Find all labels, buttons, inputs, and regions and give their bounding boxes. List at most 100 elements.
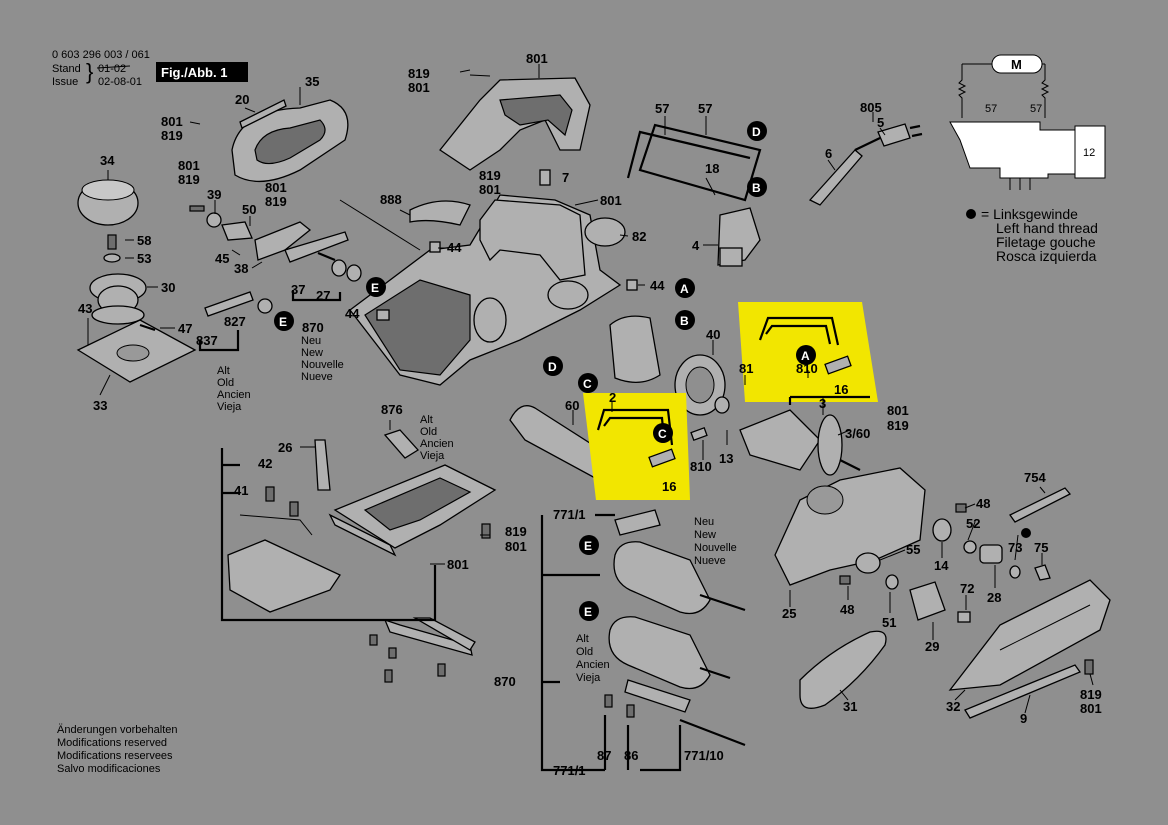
legend-line-4: Rosca izquierda (996, 248, 1097, 264)
brace-glyph: } (86, 59, 93, 84)
blade-strip-top (614, 509, 661, 536)
label-801-d: 801 (408, 80, 430, 95)
label-771-1-a: 771/1 (553, 507, 586, 522)
label-16-a: 16 (834, 382, 848, 397)
label-58: 58 (137, 233, 151, 248)
legend-line-1: = Linksgewinde (981, 206, 1078, 222)
label-47: 47 (178, 321, 192, 336)
bracket-876 (383, 429, 420, 459)
drive-belt (799, 630, 887, 709)
note-new-1: New (301, 347, 323, 359)
guide-strip (964, 664, 1082, 719)
label-86: 86 (624, 748, 638, 763)
label-819-i: 819 (1080, 687, 1102, 702)
label-44-c: 44 (650, 278, 665, 293)
issue-date: 02-08-01 (98, 76, 142, 88)
label-20: 20 (235, 92, 249, 107)
marker-d-top (747, 121, 767, 141)
label-60: 60 (565, 398, 579, 413)
note-ancien-3: Ancien (576, 659, 610, 671)
label-819-h: 819 (887, 418, 909, 433)
marker-b-top (747, 177, 767, 197)
cover-disk (584, 217, 626, 247)
marker-e-old (579, 601, 599, 621)
header-block: 0 603 296 003 / 061 Stand Issue } 01-02 … (52, 49, 248, 88)
svg-text:E: E (279, 315, 287, 329)
marker-a-highlight (796, 345, 816, 365)
label-82: 82 (632, 229, 646, 244)
svg-text:E: E (371, 281, 379, 295)
circled-letter-markers: D B A B D C A C E E E E (274, 121, 816, 621)
label-45: 45 (215, 251, 229, 266)
cutter-drum-new (613, 541, 711, 615)
wrench (1009, 487, 1072, 523)
label-72: 72 (960, 581, 974, 596)
marker-b (675, 310, 695, 330)
label-7: 7 (562, 170, 569, 185)
label-48-a: 48 (976, 496, 990, 511)
label-6: 6 (825, 146, 832, 161)
label-801-j: 801 (505, 539, 527, 554)
label-73: 73 (1008, 540, 1022, 555)
part-number-labels: 801 819 20 35 34 801 819 39 50 801 819 5… (78, 51, 1102, 778)
label-31: 31 (843, 699, 857, 714)
svg-text:C: C (583, 377, 592, 391)
leader-lines (87, 64, 1094, 714)
label-801-k: 801 (447, 557, 469, 572)
strike-line (96, 65, 131, 69)
doc-number: 0 603 296 003 / 061 (52, 49, 150, 61)
marker-e-left (274, 311, 294, 331)
label-34: 34 (100, 153, 115, 168)
cord-box-label: 12 (1083, 147, 1095, 159)
label-810-b: 810 (690, 459, 712, 474)
note-nueve-2: Nueve (694, 555, 726, 567)
marker-d (543, 356, 563, 376)
left-thread-dot-icon (966, 209, 976, 219)
resistor-label-2: 57 (1030, 103, 1042, 115)
svg-text:D: D (548, 360, 557, 374)
shoe-housing (227, 539, 341, 613)
label-5: 5 (877, 115, 884, 130)
note-vieja-3: Vieja (576, 672, 601, 684)
note-neu-2: Neu (694, 516, 714, 528)
note-alt-3: Alt (576, 633, 589, 645)
marker-c-highlight (653, 423, 673, 443)
label-37: 37 (291, 282, 305, 297)
label-801-a: 801 (161, 114, 183, 129)
label-801-c: 801 (265, 180, 287, 195)
label-35: 35 (305, 74, 319, 89)
svg-text:D: D (752, 125, 761, 139)
label-888: 888 (380, 192, 402, 207)
label-771-1-b: 771/1 (553, 763, 586, 778)
label-50: 50 (242, 202, 256, 217)
cutter-drum-old (608, 616, 711, 690)
label-40: 40 (706, 327, 720, 342)
marker-e-top (366, 277, 386, 297)
label-41: 41 (234, 483, 248, 498)
note-vieja-1: Vieja (217, 401, 242, 413)
label-870-b: 870 (494, 674, 516, 689)
brush-wire-a (758, 316, 840, 346)
label-801-b: 801 (178, 158, 200, 173)
label-801-f: 801 (479, 182, 501, 197)
blade-strip-bottom (624, 679, 691, 713)
cord-box (1074, 125, 1106, 179)
note-new-2: New (694, 529, 716, 541)
label-18: 18 (705, 161, 719, 176)
armature (739, 409, 821, 471)
svg-text:A: A (680, 282, 689, 296)
field-coil (609, 315, 661, 383)
label-44-a: 44 (345, 306, 360, 321)
footer-line-2: Modifications reserved (57, 737, 167, 749)
label-870-a: 870 (302, 320, 324, 335)
label-53: 53 (137, 251, 151, 266)
label-25: 25 (782, 606, 796, 621)
label-16-b: 16 (662, 479, 676, 494)
fig-label: Fig./Abb. 1 (161, 65, 227, 80)
label-14: 14 (934, 558, 949, 573)
marker-e-new (579, 535, 599, 555)
nameplate-label (409, 200, 471, 226)
label-801-i: 801 (1080, 701, 1102, 716)
motor-label: M (1011, 57, 1022, 72)
label-819-c: 819 (265, 194, 287, 209)
